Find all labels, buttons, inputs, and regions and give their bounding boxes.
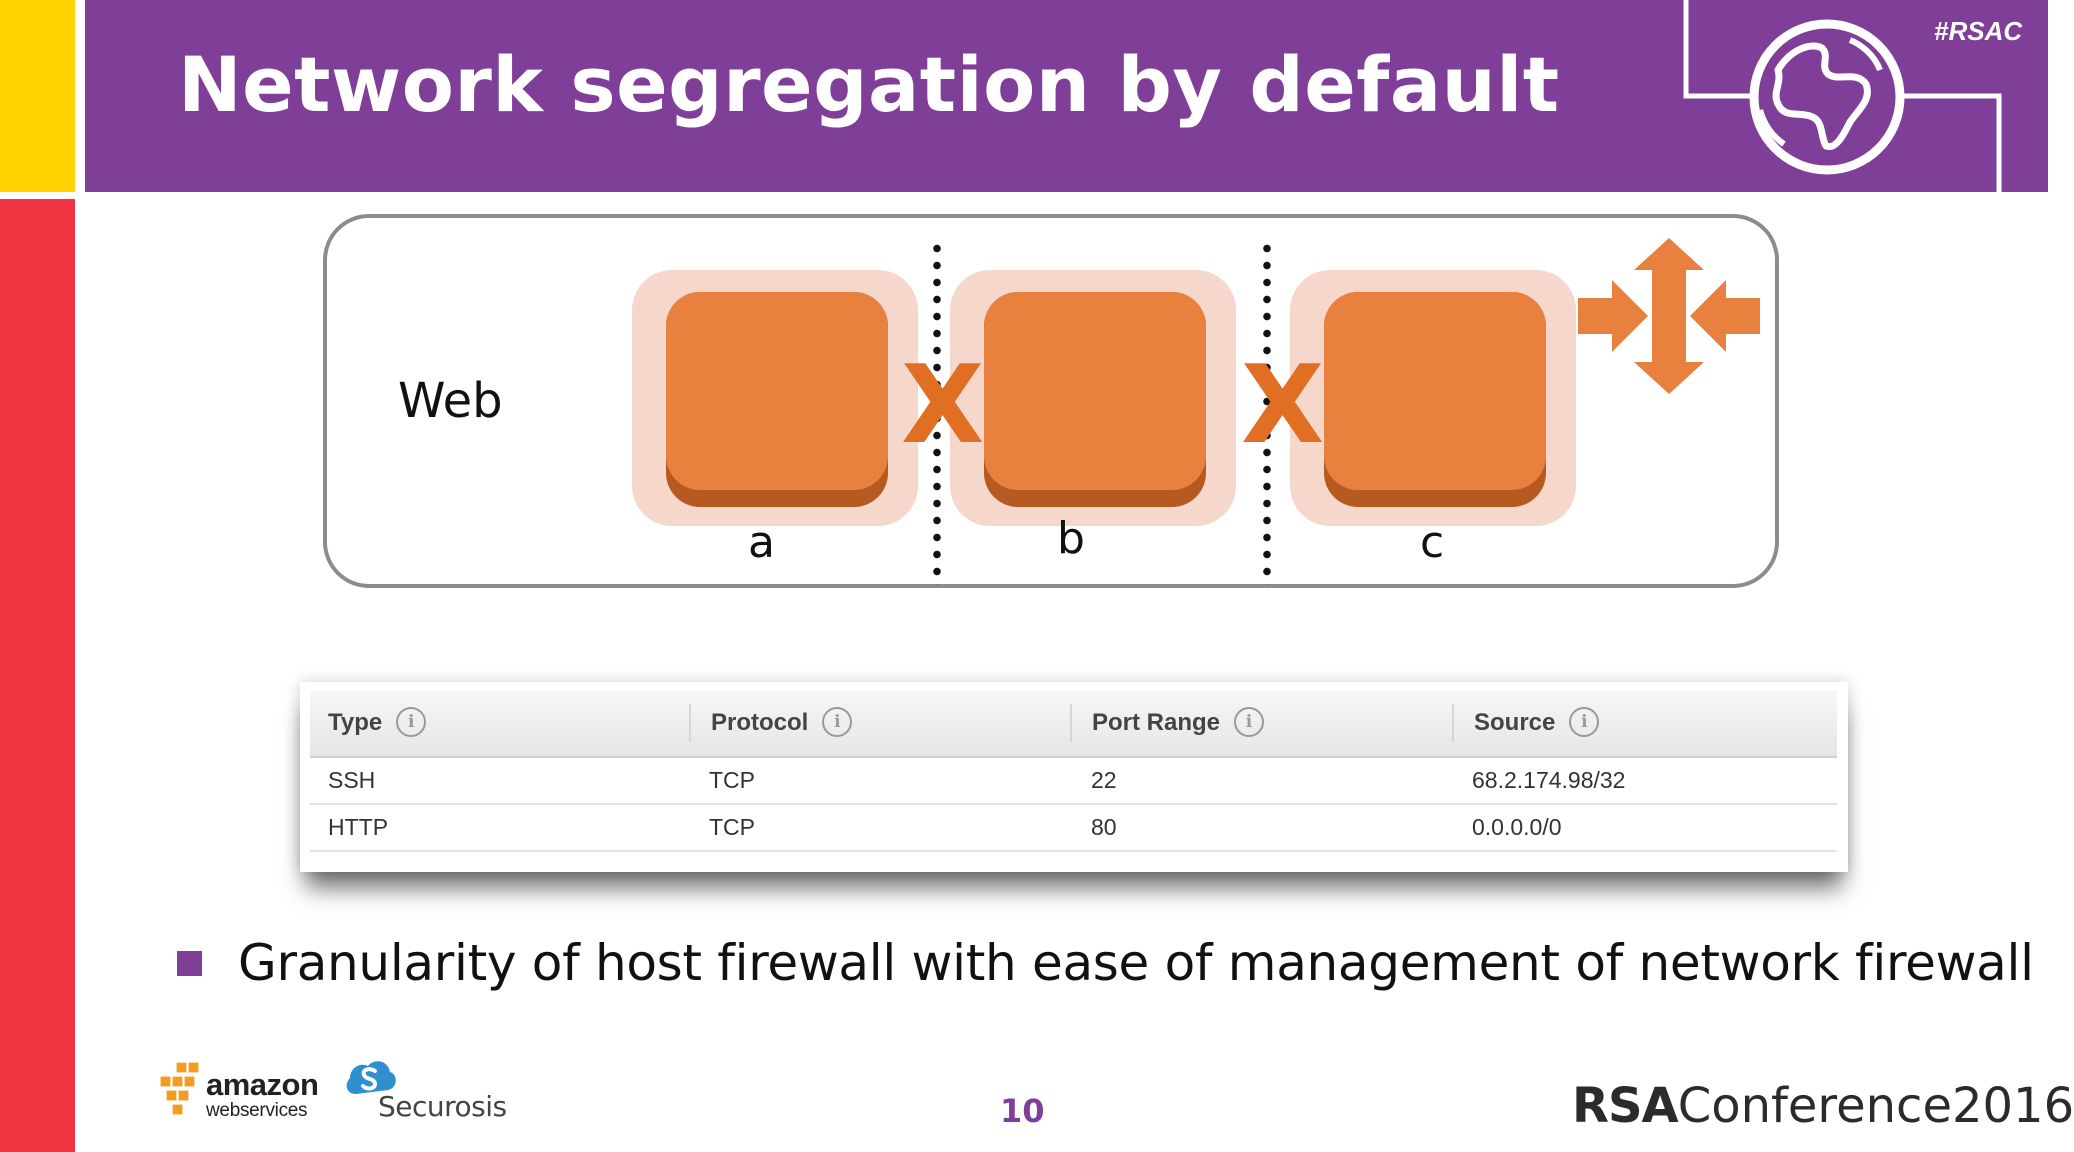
cell-type: HTTP <box>328 814 389 840</box>
bullet-marker <box>177 951 202 976</box>
aws-logo-subword: webservices <box>206 1100 308 1121</box>
cell-protocol: TCP <box>709 767 755 793</box>
table-row: HTTP TCP 80 0.0.0.0/0 <box>310 805 1837 852</box>
instance-a-icon <box>666 292 888 507</box>
scaling-arrows-icon <box>1578 238 1760 394</box>
cell-source: 0.0.0.0/0 <box>1472 814 1562 840</box>
aws-cubes-icon <box>159 1061 200 1116</box>
slide-title: Network segregation by default <box>178 40 1560 129</box>
instance-b-label: b <box>1057 513 1085 564</box>
bullet-text: Granularity of host firewall with ease o… <box>238 934 2034 992</box>
blocked-x-mark-2: X <box>1241 343 1325 468</box>
column-divider <box>1452 704 1454 742</box>
instance-b-icon <box>984 292 1206 507</box>
cell-protocol: TCP <box>709 814 755 840</box>
column-divider <box>689 704 691 742</box>
column-header-port-range: Port Range i <box>1092 690 1265 756</box>
column-divider <box>1070 704 1072 742</box>
aws-logo-word: amazon <box>206 1067 319 1102</box>
rsa-conference-logo: RSAConference2016 <box>1572 1078 2074 1134</box>
web-tier-label: Web <box>398 373 503 429</box>
instance-a <box>632 270 918 526</box>
instance-b <box>950 270 1236 526</box>
column-header-port-range-label: Port Range <box>1092 709 1221 736</box>
securosis-logo-word: Securosis <box>378 1090 507 1123</box>
instance-c-label: c <box>1420 517 1445 568</box>
cell-port-range: 22 <box>1091 767 1117 793</box>
table-row: SSH TCP 22 68.2.174.98/32 <box>310 758 1837 805</box>
cell-port-range: 80 <box>1091 814 1117 840</box>
page-number: 10 <box>1000 1092 1045 1130</box>
column-header-protocol: Protocol i <box>711 690 853 756</box>
instance-c <box>1290 270 1576 526</box>
globe-icon <box>1683 0 2002 192</box>
column-header-type-label: Type <box>328 709 383 736</box>
hashtag-label: #RSAC <box>1934 16 2023 46</box>
segregation-divider-2 <box>1263 240 1271 585</box>
cell-type: SSH <box>328 767 376 793</box>
info-icon[interactable]: i <box>1569 706 1600 737</box>
info-icon[interactable]: i <box>822 706 853 737</box>
instance-c-icon <box>1324 292 1546 507</box>
column-header-protocol-label: Protocol <box>711 709 809 736</box>
rsa-brand: RSA <box>1572 1078 1679 1134</box>
securosis-logo-icon <box>346 1061 396 1094</box>
accent-strip-yellow <box>0 0 75 192</box>
column-header-source-label: Source <box>1474 709 1556 736</box>
info-icon[interactable]: i <box>1234 706 1265 737</box>
blocked-x-mark-1: X <box>901 343 985 468</box>
accent-strip-red <box>0 199 75 1152</box>
conference-name: Conference2016 <box>1677 1078 2074 1134</box>
info-icon[interactable]: i <box>396 706 427 737</box>
segregation-divider-1 <box>933 240 941 585</box>
cell-source: 68.2.174.98/32 <box>1472 767 1626 793</box>
instance-a-label: a <box>748 517 775 568</box>
web-tier-container <box>323 214 1779 588</box>
